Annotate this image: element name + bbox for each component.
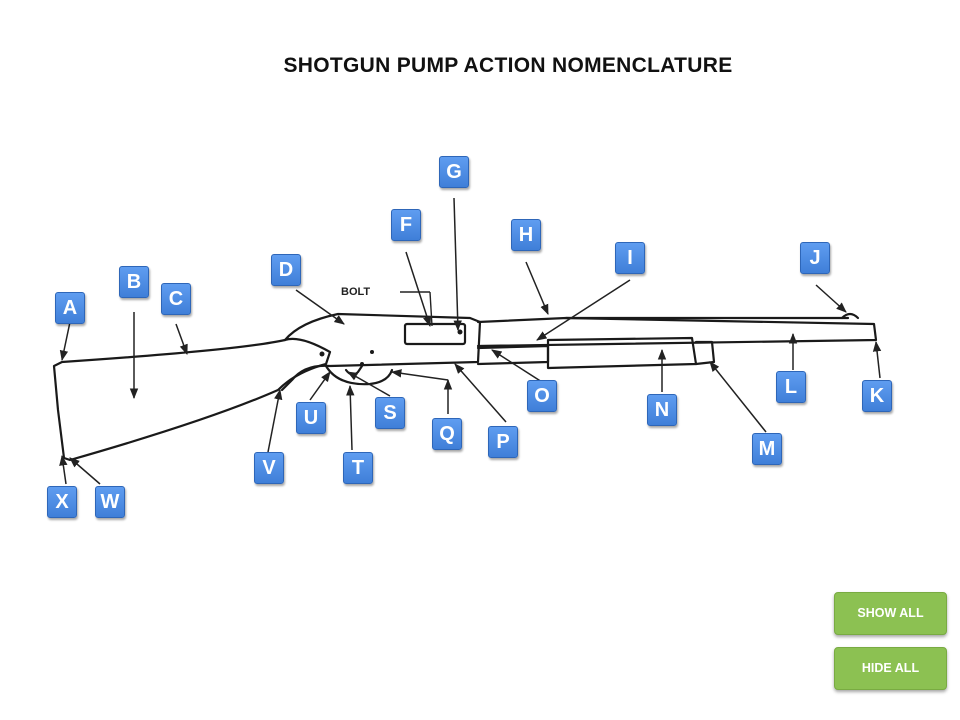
label-l[interactable]: L bbox=[776, 371, 806, 403]
label-o[interactable]: O bbox=[527, 380, 557, 412]
barrel bbox=[476, 316, 878, 348]
label-s[interactable]: S bbox=[375, 397, 405, 429]
front-sight bbox=[840, 312, 860, 320]
label-n[interactable]: N bbox=[647, 394, 677, 426]
receiver-outline bbox=[280, 312, 482, 392]
label-b[interactable]: B bbox=[119, 266, 149, 298]
label-t[interactable]: T bbox=[343, 452, 373, 484]
show-all-button[interactable]: SHOW ALL bbox=[834, 592, 947, 635]
label-v[interactable]: V bbox=[254, 452, 284, 484]
label-a[interactable]: A bbox=[55, 292, 85, 324]
label-h[interactable]: H bbox=[511, 219, 541, 251]
label-x[interactable]: X bbox=[47, 486, 77, 518]
trigger bbox=[344, 364, 364, 376]
hide-all-button[interactable]: HIDE ALL bbox=[834, 647, 947, 690]
label-p[interactable]: P bbox=[488, 426, 518, 458]
magazine-tube bbox=[476, 344, 550, 366]
page-title: SHOTGUN PUMP ACTION NOMENCLATURE bbox=[283, 54, 733, 77]
label-w[interactable]: W bbox=[95, 486, 125, 518]
label-d[interactable]: D bbox=[271, 254, 301, 286]
bolt-label: BOLT bbox=[341, 286, 371, 298]
label-i[interactable]: I bbox=[615, 242, 645, 274]
magazine-cap bbox=[694, 340, 716, 366]
label-j[interactable]: J bbox=[800, 242, 830, 274]
label-m[interactable]: M bbox=[752, 433, 782, 465]
ejection-port bbox=[403, 322, 467, 346]
label-g[interactable]: G bbox=[439, 156, 469, 188]
stock-outline bbox=[52, 337, 332, 462]
label-c[interactable]: C bbox=[161, 283, 191, 315]
label-q[interactable]: Q bbox=[432, 418, 462, 450]
label-k[interactable]: K bbox=[862, 380, 892, 412]
label-u[interactable]: U bbox=[296, 402, 326, 434]
label-f[interactable]: F bbox=[391, 209, 421, 241]
